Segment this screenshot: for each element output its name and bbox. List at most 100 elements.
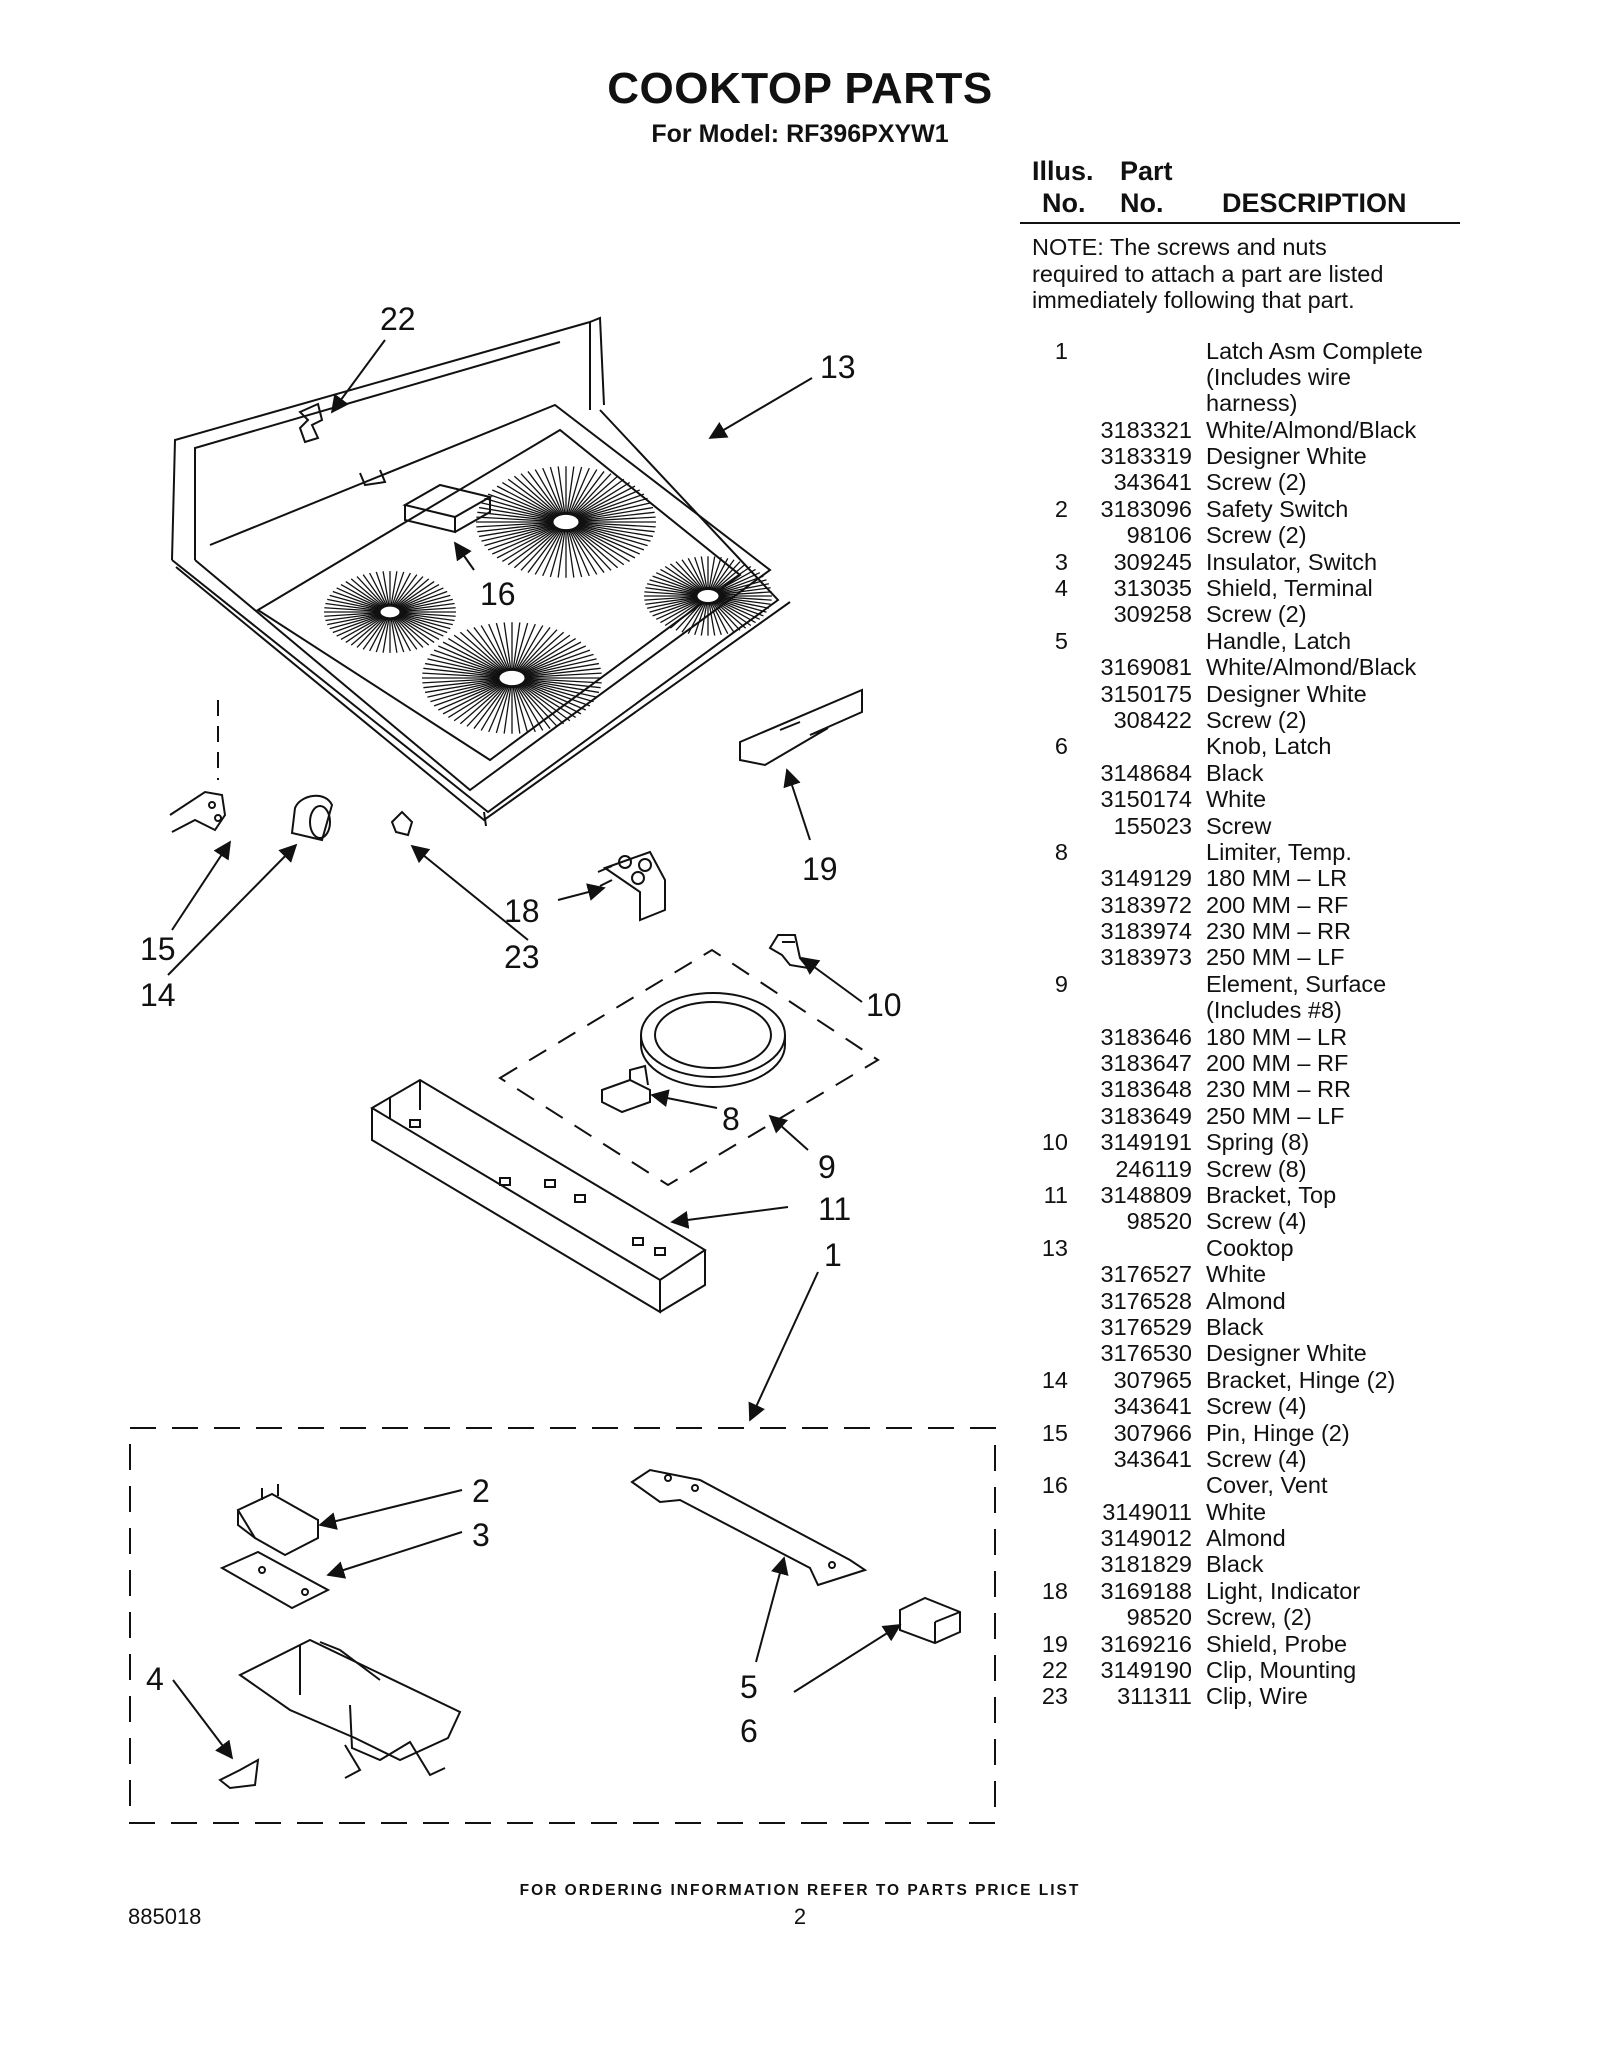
wire-clip-part (390, 810, 414, 837)
part-number: 3150175 (1100, 680, 1193, 707)
part-description: Black (1206, 1313, 1264, 1340)
part-number: 3183648 (1100, 1076, 1193, 1103)
part-number: 98106 (1126, 522, 1192, 549)
part-number: 3149129 (1100, 865, 1193, 892)
part-description: Clip, Mounting (1206, 1657, 1357, 1684)
part-number: 3169188 (1100, 1577, 1193, 1604)
part-number: 343641 (1113, 1445, 1192, 1472)
part-description: White (1206, 786, 1267, 813)
part-description: Screw (8) (1206, 1155, 1307, 1182)
model-subtitle: For Model: RF396PXYW1 (651, 120, 949, 148)
latch-mechanism-part (238, 1638, 462, 1779)
part-description: White/Almond/Black (1206, 654, 1417, 681)
part-description: (Includes wire (1206, 363, 1351, 390)
page-title: COOKTOP PARTS (607, 64, 993, 113)
illus-number: 13 (1041, 1234, 1068, 1261)
col-part-line1: Part (1120, 156, 1173, 186)
col-description: DESCRIPTION (1222, 188, 1407, 218)
part-description: Insulator, Switch (1206, 548, 1378, 575)
part-description: Shield, Probe (1206, 1630, 1348, 1657)
switch-insulator-part (219, 1550, 331, 1610)
part-description: Screw (4) (1206, 1208, 1307, 1235)
part-number: 3183096 (1100, 495, 1193, 522)
burner-lf-starburst (422, 622, 602, 734)
part-number: 3176530 (1100, 1340, 1193, 1367)
part-number: 3149011 (1102, 1498, 1192, 1525)
part-description: Almond (1206, 1287, 1286, 1314)
callout-6: 6 (740, 1713, 758, 1749)
part-description: Bracket, Top (1206, 1182, 1337, 1208)
part-description: Designer White (1206, 443, 1367, 470)
temp-limiter-part (601, 1064, 651, 1114)
part-number: 343641 (1113, 469, 1192, 496)
latch-knob-part (899, 1596, 961, 1645)
document-number: 885018 (128, 1904, 202, 1929)
part-number: 3176528 (1100, 1287, 1193, 1314)
clip-mounting-part (298, 402, 324, 444)
illus-number: 10 (1041, 1129, 1068, 1156)
part-number: 3148684 (1100, 759, 1193, 786)
part-description: White (1206, 1498, 1267, 1525)
illus-number: 18 (1041, 1577, 1068, 1604)
part-description: Designer White (1206, 680, 1367, 707)
part-description: 200 MM – RF (1206, 1050, 1349, 1077)
illus-number: 9 (1054, 970, 1068, 997)
part-number: 155023 (1113, 812, 1192, 839)
part-description: (Includes #8) (1206, 997, 1342, 1024)
part-description: Shield, Terminal (1206, 575, 1373, 602)
callout-2: 2 (472, 1473, 490, 1509)
indicator-light-part (597, 850, 666, 922)
parts-note: NOTE: The screws and nuts required to at… (1032, 234, 1384, 313)
illus-number: 4 (1054, 575, 1068, 602)
burner-lr-starburst (324, 571, 456, 653)
callout-18: 18 (504, 893, 540, 929)
burner-rr-small-starburst (644, 556, 772, 636)
part-description: Almond (1206, 1525, 1286, 1552)
callout-3: 3 (472, 1517, 490, 1553)
part-description: 230 MM – RR (1206, 1076, 1351, 1103)
part-number: 3183972 (1100, 891, 1193, 918)
callout-8: 8 (722, 1101, 740, 1137)
parts-row: 3149011 White (1020, 1499, 1460, 1525)
part-number: 307965 (1113, 1366, 1192, 1393)
part-number: 98520 (1126, 1208, 1192, 1235)
part-number: 3183974 (1100, 918, 1193, 945)
illus-number: 14 (1041, 1366, 1068, 1393)
part-number: 3176527 (1100, 1261, 1193, 1288)
part-description: Screw (2) (1206, 469, 1307, 496)
callout-4: 4 (146, 1661, 164, 1697)
spring-part (768, 934, 811, 970)
part-number: 311311 (1117, 1683, 1192, 1710)
part-number: 3181829 (1100, 1551, 1193, 1578)
page-number: 2 (793, 1904, 807, 1929)
callout-14: 14 (140, 977, 176, 1013)
illus-number: 3 (1054, 548, 1068, 575)
part-description: Cover, Vent (1206, 1472, 1328, 1499)
part-number: 3183321 (1100, 416, 1193, 443)
callout-1: 1 (824, 1237, 842, 1273)
part-description: 180 MM – LR (1206, 1023, 1348, 1050)
part-description: White (1206, 1261, 1267, 1288)
col-part-line2: No. (1120, 188, 1164, 218)
part-description: Light, Indicator (1206, 1577, 1361, 1604)
